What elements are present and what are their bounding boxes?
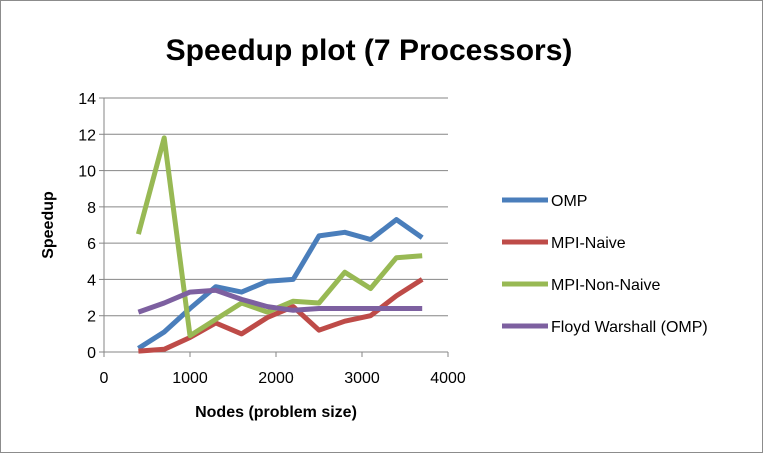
series-line-mpi-naive [138, 277, 424, 354]
chart-title: Speedup plot (7 Processors) [166, 34, 573, 67]
y-tick-label: 14 [78, 91, 96, 108]
y-axis-title: Speedup [40, 191, 57, 259]
y-tick-label: 12 [78, 127, 96, 144]
series-line-floyd-warshall-omp [137, 287, 423, 315]
x-tick-label: 0 [100, 370, 109, 387]
y-tick-label: 8 [87, 200, 96, 217]
gridlines [104, 97, 448, 317]
x-axis-ticks: 0 1000 2000 3000 4000 [100, 352, 466, 387]
y-tick-label: 10 [78, 164, 96, 181]
y-tick-label: 6 [87, 236, 96, 253]
legend-label: Floyd Warshall (OMP) [551, 319, 708, 336]
legend-label: OMP [551, 193, 587, 210]
x-tick-label: 2000 [258, 370, 294, 387]
x-axis-title: Nodes (problem size) [195, 404, 357, 421]
x-tick-label: 4000 [430, 370, 466, 387]
y-tick-label: 0 [87, 345, 96, 362]
x-tick-label: 3000 [344, 370, 380, 387]
x-tick-label: 1000 [172, 370, 208, 387]
legend-label: MPI-Naive [551, 235, 626, 252]
y-tick-label: 2 [87, 309, 96, 326]
y-axis-ticks: 0 2 4 6 8 10 12 14 [78, 91, 104, 362]
legend-label: MPI-Non-Naive [551, 277, 660, 294]
y-tick-label: 4 [87, 272, 96, 289]
series-lines [135, 135, 424, 354]
